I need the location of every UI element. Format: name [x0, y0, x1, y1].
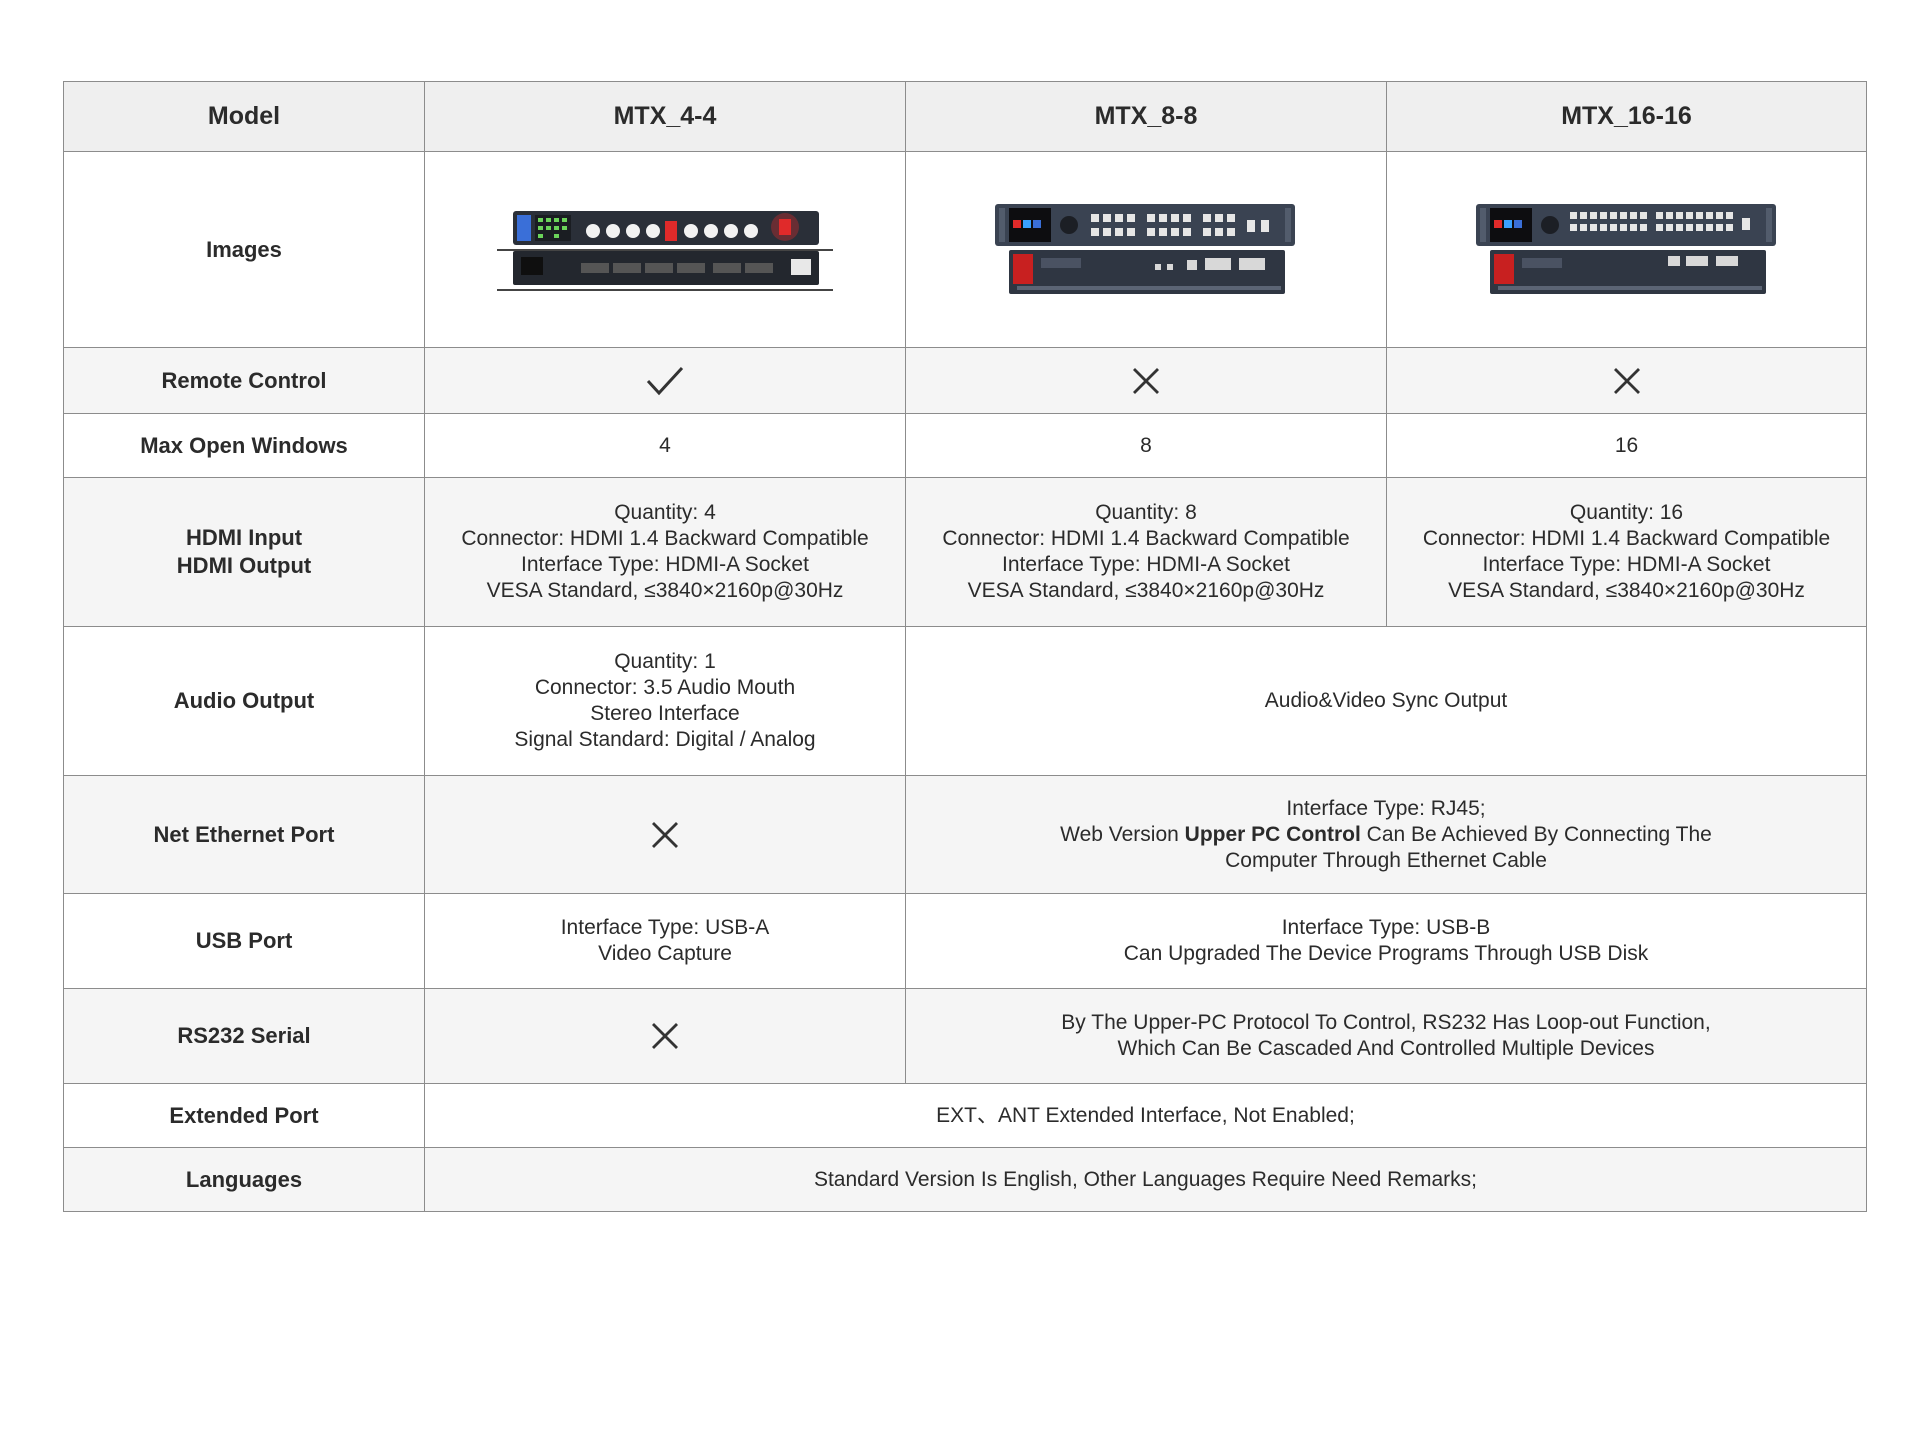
- languages-value: Standard Version Is English, Other Langu…: [424, 1147, 1867, 1212]
- remote-mtx-4-4: [424, 347, 906, 414]
- usb-m1-line: Video Capture: [598, 942, 732, 965]
- extended-port-label: Extended Port: [63, 1083, 425, 1148]
- hdmi-row: HDMI Input HDMI Output Quantity: 4 Conne…: [63, 477, 1867, 627]
- rs232-line: By The Upper-PC Protocol To Control, RS2…: [1061, 1011, 1711, 1034]
- ethernet-mtx-4-4: [424, 775, 906, 894]
- header-mtx-16-16: MTX_16-16: [1386, 81, 1867, 152]
- audio-m1-line: Connector: 3.5 Audio Mouth: [534, 676, 796, 699]
- header-mtx-4-4: MTX_4-4: [424, 81, 906, 152]
- ethernet-line-pre: Web Version: [1060, 822, 1185, 846]
- header-row: Model MTX_4-4 MTX_8-8 MTX_16-16: [63, 81, 1867, 152]
- checkmark-icon: [646, 366, 684, 395]
- ethernet-line: Interface Type: RJ45;: [1286, 796, 1486, 820]
- hdmi-mtx-8-8: Quantity: 8 Connector: HDMI 1.4 Backward…: [905, 477, 1387, 627]
- languages-row: Languages Standard Version Is English, O…: [63, 1147, 1867, 1212]
- spec-table: Model MTX_4-4 MTX_8-8 MTX_16-16 Images: [63, 81, 1867, 1212]
- device-mtx-8-8-picture: [995, 203, 1295, 294]
- hdmi-input-label: HDMI Input: [185, 525, 303, 550]
- audio-output-label: Audio Output: [63, 626, 425, 776]
- max-open-windows-row: Max Open Windows 4 8 16: [63, 413, 1867, 478]
- hdmi-m3-line: Interface Type: HDMI-A Socket: [1482, 553, 1771, 576]
- cross-icon: [1613, 367, 1640, 394]
- device-image-mtx-8-8: [905, 151, 1387, 348]
- device-image-mtx-16-16: [1386, 151, 1867, 348]
- ethernet-line-post: Can Be Achieved By Connecting The: [1360, 822, 1712, 846]
- audio-mtx-4-4: Quantity: 1 Connector: 3.5 Audio Mouth S…: [424, 626, 906, 776]
- hdmi-m3-line: VESA Standard, ≤3840×2160p@30Hz: [1448, 579, 1805, 602]
- header-model: Model: [63, 81, 425, 152]
- usb-mtx-4-4: Interface Type: USB-A Video Capture: [424, 893, 906, 989]
- device-mtx-16-16-picture: [1475, 203, 1776, 294]
- net-ethernet-label: Net Ethernet Port: [63, 775, 425, 894]
- hdmi-output-label: HDMI Output: [176, 553, 312, 578]
- hdmi-m3-line: Connector: HDMI 1.4 Backward Compatible: [1422, 527, 1831, 550]
- remote-mtx-8-8: [905, 347, 1387, 414]
- ethernet-mtx-8-8-16-16: Interface Type: RJ45; Web Version Upper …: [905, 775, 1867, 894]
- hdmi-mtx-4-4: Quantity: 4 Connector: HDMI 1.4 Backward…: [424, 477, 906, 627]
- cross-icon: [1133, 367, 1159, 394]
- hdmi-m1-line: Quantity: 4: [614, 501, 716, 524]
- rs232-label: RS232 Serial: [63, 988, 425, 1084]
- usb-m23-line: Can Upgraded The Device Programs Through…: [1123, 942, 1649, 965]
- upper-pc-control-emphasis: Upper PC Control: [1184, 822, 1361, 846]
- rs232-row: RS232 Serial By The Upper-PC Protocol To…: [63, 988, 1867, 1084]
- audio-m1-line: Quantity: 1: [614, 650, 716, 673]
- windows-mtx-4-4: 4: [424, 413, 906, 478]
- header-mtx-8-8: MTX_8-8: [905, 81, 1387, 152]
- cross-icon: [652, 821, 678, 848]
- rs232-mtx-8-8-16-16: By The Upper-PC Protocol To Control, RS2…: [905, 988, 1867, 1084]
- rs232-mtx-4-4: [424, 988, 906, 1084]
- windows-mtx-8-8: 8: [905, 413, 1387, 478]
- windows-mtx-16-16: 16: [1386, 413, 1867, 478]
- hdmi-m2-line: Connector: HDMI 1.4 Backward Compatible: [942, 527, 1350, 550]
- audio-output-row: Audio Output Quantity: 1 Connector: 3.5 …: [63, 626, 1867, 776]
- ethernet-line: Computer Through Ethernet Cable: [1225, 848, 1547, 872]
- device-image-mtx-4-4: [424, 151, 906, 348]
- remote-control-row: Remote Control: [63, 347, 1867, 414]
- usb-mtx-8-8-16-16: Interface Type: USB-B Can Upgraded The D…: [905, 893, 1867, 989]
- hdmi-label: HDMI Input HDMI Output: [63, 477, 425, 627]
- hdmi-m1-line: Interface Type: HDMI-A Socket: [521, 553, 809, 576]
- max-open-windows-label: Max Open Windows: [63, 413, 425, 478]
- languages-label: Languages: [63, 1147, 425, 1212]
- extended-port-value: EXT、ANT Extended Interface, Not Enabled;: [424, 1083, 1867, 1148]
- rs232-line: Which Can Be Cascaded And Controlled Mul…: [1117, 1037, 1655, 1060]
- audio-m1-line: Stereo Interface: [590, 702, 740, 725]
- usb-port-label: USB Port: [63, 893, 425, 989]
- hdmi-m3-line: Quantity: 16: [1569, 501, 1684, 524]
- hdmi-mtx-16-16: Quantity: 16 Connector: HDMI 1.4 Backwar…: [1386, 477, 1867, 627]
- hdmi-m1-line: Connector: HDMI 1.4 Backward Compatible: [461, 527, 869, 550]
- usb-m1-line: Interface Type: USB-A: [560, 916, 770, 939]
- hdmi-m2-line: VESA Standard, ≤3840×2160p@30Hz: [967, 579, 1325, 602]
- device-mtx-4-4-picture: [497, 210, 833, 291]
- remote-mtx-16-16: [1386, 347, 1867, 414]
- hdmi-m2-line: Interface Type: HDMI-A Socket: [1002, 553, 1290, 576]
- remote-control-label: Remote Control: [63, 347, 425, 414]
- net-ethernet-row: Net Ethernet Port Interface Type: RJ45; …: [63, 775, 1867, 894]
- images-label: Images: [63, 151, 425, 348]
- audio-mtx-8-8-16-16: Audio&Video Sync Output: [905, 626, 1867, 776]
- hdmi-m2-line: Quantity: 8: [1095, 501, 1197, 524]
- usb-port-row: USB Port Interface Type: USB-A Video Cap…: [63, 893, 1867, 989]
- ethernet-line: Web Version Upper PC Control Can Be Achi…: [912, 822, 1860, 848]
- extended-port-row: Extended Port EXT、ANT Extended Interface…: [63, 1083, 1867, 1148]
- cross-icon: [652, 1023, 678, 1049]
- audio-m1-line: Signal Standard: Digital / Analog: [514, 728, 816, 751]
- usb-m23-line: Interface Type: USB-B: [1281, 916, 1491, 939]
- images-row: Images: [63, 151, 1867, 348]
- hdmi-m1-line: VESA Standard, ≤3840×2160p@30Hz: [486, 579, 844, 602]
